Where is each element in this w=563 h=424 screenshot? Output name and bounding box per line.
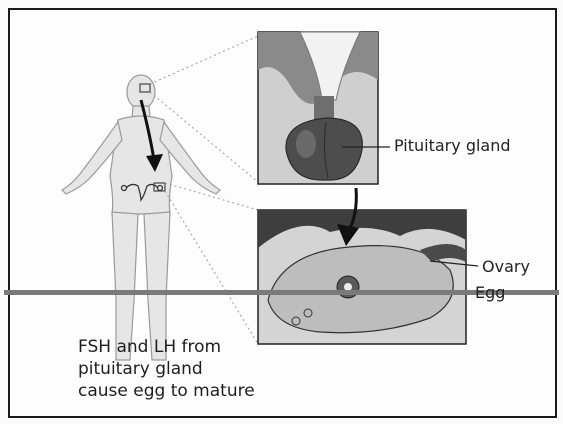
ovary-label: Ovary (482, 257, 530, 276)
caption-line-3: cause egg to mature (78, 380, 255, 402)
pituitary-inset (258, 32, 378, 184)
caption-line-2: pituitary gland (78, 358, 255, 380)
egg-label: Egg (475, 283, 505, 302)
human-figure (62, 75, 220, 360)
pituitary-gland-label: Pituitary gland (394, 136, 511, 155)
caption-line-1: FSH and LH from (78, 336, 255, 358)
caption: FSH and LH from pituitary gland cause eg… (78, 336, 255, 402)
ovary-inset (258, 210, 466, 344)
